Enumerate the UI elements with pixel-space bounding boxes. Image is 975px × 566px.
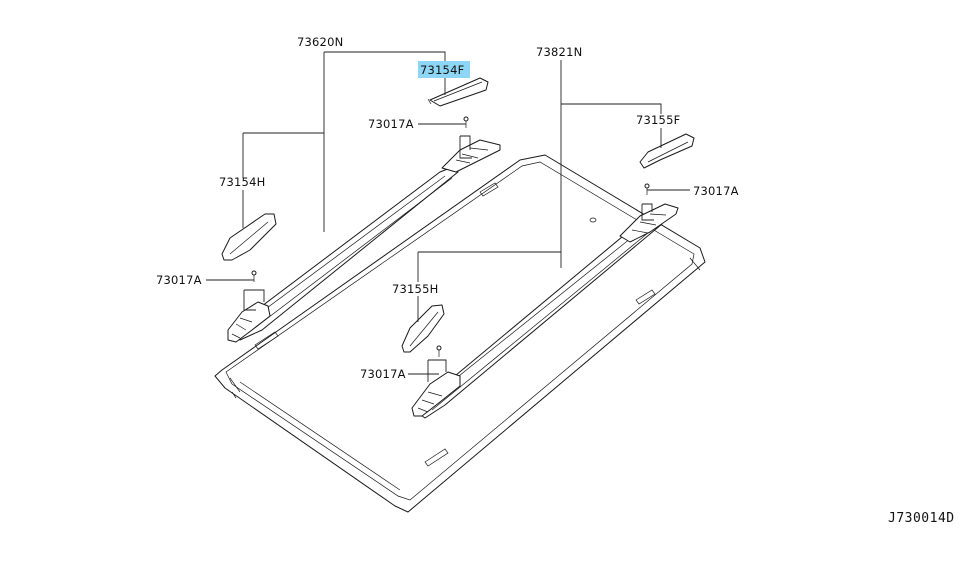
- label-bolt-upper: 73017A: [368, 117, 414, 131]
- cover-rear-right-part: [401, 304, 445, 353]
- cover-front-right-part: [639, 133, 695, 169]
- bolt-marks: [251, 116, 650, 357]
- label-cover-front-right: 73155F: [636, 113, 680, 127]
- label-cover-front-left[interactable]: 73154F: [420, 63, 464, 77]
- label-bolt-right: 73017A: [693, 184, 739, 198]
- cover-front-left-part: [427, 77, 489, 107]
- roof-panel: [214, 154, 706, 513]
- roof-rail-left: [227, 139, 501, 343]
- label-cover-rear-left: 73154H: [219, 175, 265, 189]
- label-rail-right: 73821N: [536, 45, 582, 59]
- label-bolt-lower: 73017A: [360, 367, 406, 381]
- label-cover-rear-right: 73155H: [392, 282, 438, 296]
- label-highlight-73154F: [418, 61, 470, 78]
- label-rail-left: 73620N: [297, 35, 343, 49]
- cover-rear-left-part: [221, 213, 277, 261]
- part-labels: 73620N 73154F 73821N 73017A 73155F 73154…: [156, 35, 955, 526]
- diagram-reference-code: J730014D: [888, 511, 955, 526]
- roof-rail-right: [411, 203, 679, 419]
- leader-lines: [206, 51, 690, 382]
- label-bolt-left: 73017A: [156, 273, 202, 287]
